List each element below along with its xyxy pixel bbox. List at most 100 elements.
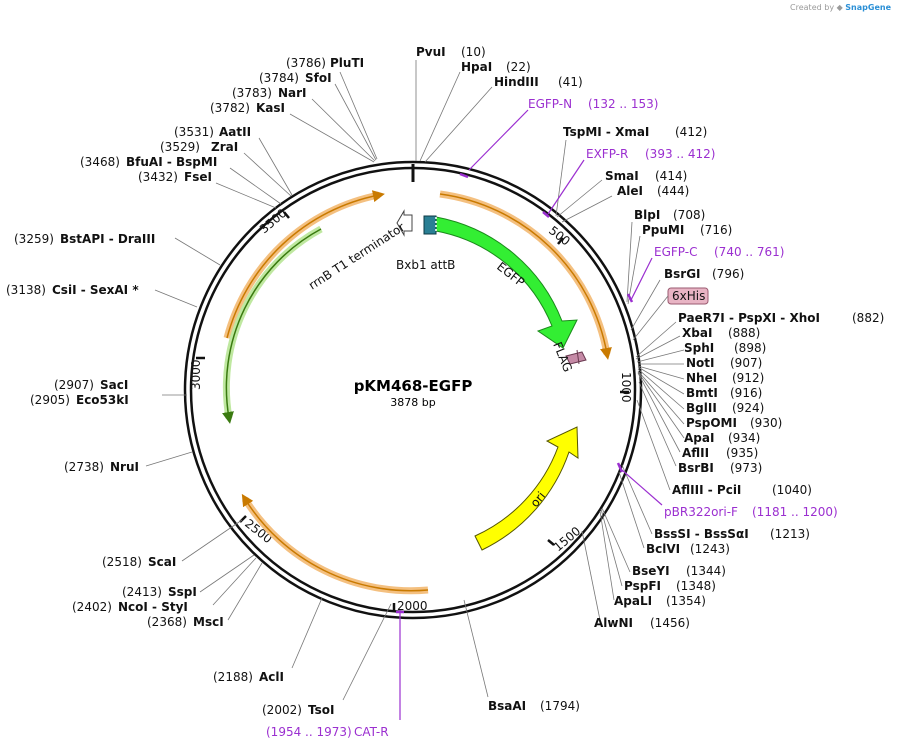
leader-bsssi (621, 464, 653, 535)
site-pos: (3432) (138, 170, 178, 184)
leader-alwni (581, 530, 601, 621)
site-label: (3783)NarI (232, 86, 307, 100)
terminator-arrow (396, 209, 413, 237)
leader-fsei (215, 182, 277, 209)
site-name: Eco53kI (76, 393, 129, 407)
site-pos: (3783) (232, 86, 272, 100)
site-name: TspMI - XmaI (563, 125, 649, 139)
leader-scai (181, 519, 243, 562)
site-name: BlpI (634, 208, 660, 222)
site-name: AflIII - PciI (672, 483, 741, 497)
leader-sphi (636, 349, 685, 363)
site-pos: (3786) (286, 56, 326, 70)
site-name: PspOMI (686, 416, 737, 430)
leader-pluti (339, 71, 378, 160)
site-label: ApaLI(1354) (614, 594, 706, 608)
site-label: BssSI - BssSαI (1213) (654, 527, 810, 541)
site-label: AflII(935) (682, 446, 758, 460)
site-name: ScaI (148, 555, 176, 569)
site-pos: (930) (750, 416, 782, 430)
leader-nrui (145, 451, 193, 467)
site-label: AlwNI(1456) (594, 616, 690, 630)
site-label: (2738)NruI (64, 460, 139, 474)
site-pos: (22) (506, 60, 531, 74)
leader-pspomi (637, 370, 685, 425)
tick-mark-500 (557, 237, 564, 245)
orange-arc-right-core (439, 193, 612, 360)
leader-bglii (637, 368, 685, 410)
site-name: HpaI (461, 60, 492, 74)
site-pos: (2413) (122, 585, 162, 599)
site-name: AatII (219, 125, 251, 139)
flag-tick (576, 349, 580, 365)
site-pos: (2905) (30, 393, 70, 407)
leader-nari (311, 98, 376, 162)
site-pos: (912) (732, 371, 764, 385)
leader-msci (227, 562, 263, 621)
site-pos: (3784) (259, 71, 299, 85)
site-pos: (2368) (147, 615, 187, 629)
leader-apai (637, 371, 685, 439)
watermark: Created by ◆ SnapGene (790, 3, 891, 12)
leader-bseyi (601, 507, 631, 573)
site-name: AclI (259, 670, 284, 684)
site-name: PvuI (416, 45, 446, 59)
site-label: (3259) BstAPI - DraIII (14, 232, 155, 246)
site-pos: (3138) (6, 283, 46, 297)
site-label: NotI(907) (686, 356, 762, 370)
feature-label-bxb1: Bxb1 attB (396, 258, 455, 272)
site-name: KasI (256, 101, 285, 115)
site-pos: (1213) (770, 527, 810, 541)
site-label: (3784) SfoI (259, 71, 332, 85)
leader-zrai (243, 152, 292, 197)
site-pos: (3259) (14, 232, 54, 246)
his-tag-leader (632, 295, 669, 341)
orange-arc-lower-left (242, 497, 429, 595)
leader-alei (561, 195, 613, 223)
flag-marker (565, 351, 587, 365)
primer-line-egfp-c (630, 257, 653, 301)
leader-bsrbi (638, 381, 677, 467)
primer-label-egfp-n: EGFP-N(132 .. 153) (528, 97, 658, 111)
primer-label-pbr322ori: pBR322ori-F(1181 .. 1200) (664, 505, 838, 519)
primer-tick-exfp-r (542, 211, 550, 218)
leader-pspfi (600, 508, 623, 587)
site-pos: (708) (673, 208, 705, 222)
site-label: AflIII - PciI(1040) (672, 483, 812, 497)
leader-bclvi (618, 471, 645, 549)
leader-sfoi (334, 83, 377, 161)
site-label: BsrBI(973) (678, 461, 762, 475)
site-name: ApaLI (614, 594, 652, 608)
site-name: SmaI (605, 169, 639, 183)
site-pos: (716) (700, 223, 732, 237)
site-label: SmaI (414) (605, 169, 687, 183)
snapgene-logo-icon: ◆ (836, 3, 843, 12)
site-name: XbaI (682, 326, 712, 340)
site-name: ZraI (211, 140, 238, 154)
site-label: (3786) PluTI (286, 56, 364, 70)
leader-bmti (637, 366, 685, 395)
tick-label-2000: 2000 (397, 599, 428, 613)
leader-nhei (637, 365, 685, 380)
primer-range: (740 .. 761) (714, 245, 784, 259)
tick-label-1000: 1000 (619, 372, 633, 403)
leader-bsaai (463, 599, 489, 698)
site-label: (2413) SspI (122, 585, 197, 599)
leader-bfuai (229, 167, 282, 205)
site-label: NheI(912) (686, 371, 764, 385)
site-label: (3138)CsiI - SexAI * (6, 283, 139, 297)
site-label: (2518)ScaI (102, 555, 176, 569)
site-pos: (414) (655, 169, 687, 183)
site-name: BseYI (632, 564, 670, 578)
site-label: (2402)NcoI - StyI (72, 600, 188, 614)
site-name: MscI (193, 615, 224, 629)
primer-tick-egfp-n (459, 172, 469, 179)
site-name: PluTI (330, 56, 364, 70)
site-name: BssSI - BssSαI (654, 527, 749, 541)
orange-arc-upper-left (223, 191, 380, 339)
site-label: (3529)ZraI (160, 140, 238, 154)
site-name: BstAPI - DraIII (60, 232, 155, 246)
site-name: SfoI (305, 71, 332, 85)
site-label: (3432)FseI (138, 170, 212, 184)
site-name: SspI (168, 585, 197, 599)
